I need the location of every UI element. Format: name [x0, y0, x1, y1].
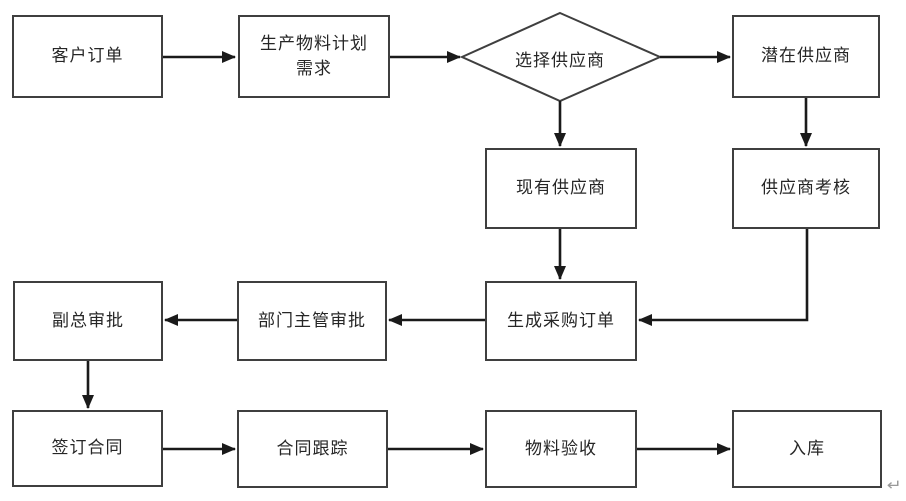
- node-generate-purchase-order: 生成采购订单: [485, 281, 637, 361]
- node-select-supplier-label: 选择供应商: [515, 51, 605, 70]
- node-dept-manager-approval: 部门主管审批: [237, 281, 387, 361]
- node-existing-supplier: 现有供应商: [485, 148, 637, 229]
- node-material-acceptance: 物料验收: [485, 410, 637, 488]
- node-warehousing: 入库: [732, 410, 882, 488]
- node-contract-tracking: 合同跟踪: [237, 410, 388, 488]
- node-potential-supplier: 潜在供应商: [732, 15, 880, 98]
- connector-assessment-to-purchase-order: [638, 229, 809, 326]
- paragraph-return-icon: ↵: [886, 477, 902, 494]
- node-customer-order: 客户订单: [12, 15, 163, 98]
- node-sign-contract: 签订合同: [12, 410, 163, 487]
- node-vp-approval: 副总审批: [13, 281, 163, 361]
- node-supplier-assessment: 供应商考核: [732, 148, 880, 229]
- node-production-material-requirement: 生产物料计划 需求: [238, 15, 390, 98]
